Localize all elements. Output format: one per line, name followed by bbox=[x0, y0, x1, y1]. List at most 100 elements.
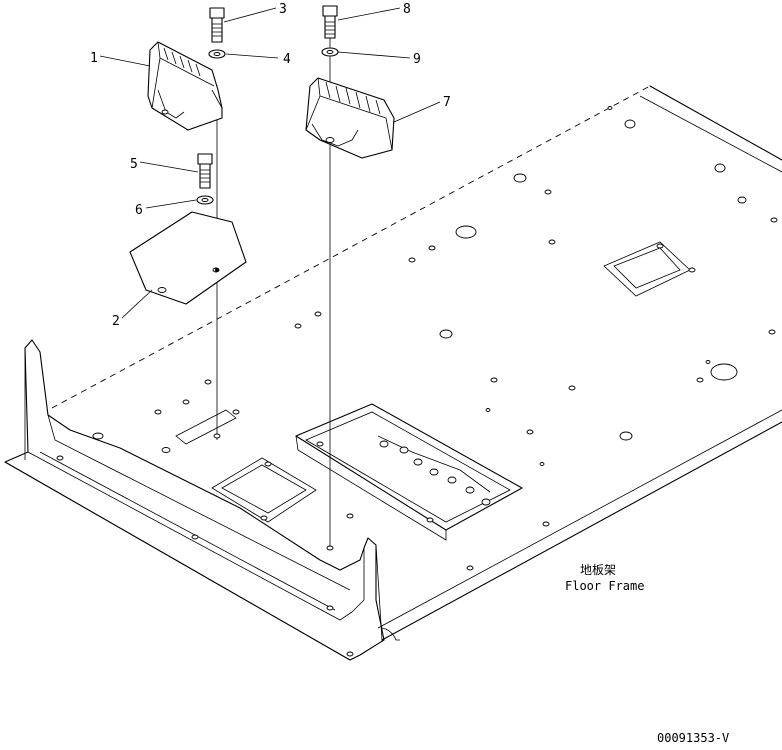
leader-2 bbox=[121, 289, 153, 319]
floor-hole-20 bbox=[770, 217, 778, 223]
pan-hole-4 bbox=[429, 468, 439, 476]
floor-hole-10 bbox=[466, 565, 474, 571]
block-7-ribs bbox=[325, 81, 381, 115]
channel-hole-3 bbox=[191, 534, 199, 540]
plate-2-body bbox=[129, 211, 247, 305]
floor-hole-7 bbox=[737, 196, 747, 204]
cutout-r-hole-1 bbox=[656, 243, 664, 249]
bolt-8-shank bbox=[324, 15, 336, 39]
floor-hole-14 bbox=[539, 462, 545, 466]
floor-cutout-left bbox=[211, 457, 317, 523]
leader-4 bbox=[225, 53, 279, 59]
center-pan-rib bbox=[377, 435, 491, 493]
front-channel-end-flange bbox=[351, 548, 365, 613]
floor-hole-13 bbox=[526, 429, 534, 435]
floor-hole-21 bbox=[768, 329, 776, 335]
cutout-hole-1 bbox=[264, 461, 272, 467]
pan-hole-1 bbox=[379, 440, 389, 448]
plate-mount-point bbox=[215, 268, 219, 272]
front-channel-corner bbox=[381, 627, 400, 641]
bolt-part-3 bbox=[209, 7, 225, 43]
floor-hole-25 bbox=[294, 323, 302, 329]
bolt-5-thread bbox=[200, 169, 210, 183]
center-pan-outer bbox=[295, 403, 523, 531]
front-channel-end-edge bbox=[375, 544, 383, 641]
callout-2: 2 bbox=[112, 314, 120, 329]
floor-hole-26 bbox=[204, 379, 212, 385]
block-7-notch bbox=[311, 123, 359, 147]
block-part-7 bbox=[305, 77, 395, 159]
bolt-3-shank bbox=[211, 17, 223, 43]
center-pan-inner bbox=[305, 411, 511, 523]
floor-hole-big-1 bbox=[455, 225, 477, 239]
leader-3 bbox=[223, 7, 277, 23]
frame-far-edge bbox=[51, 85, 651, 409]
floor-cutout-left-inner bbox=[221, 464, 307, 514]
plate-part-2 bbox=[129, 211, 247, 305]
floor-hole-23 bbox=[705, 360, 711, 364]
leader-lines bbox=[99, 7, 441, 319]
frame-label-en: Floor Frame bbox=[565, 579, 644, 593]
front-channel-web bbox=[47, 414, 351, 591]
frame-right-inner-edge bbox=[377, 409, 782, 629]
block-1-side-edge bbox=[211, 89, 223, 109]
floor-cutout-right-inner bbox=[613, 247, 681, 289]
pan-hole-8 bbox=[316, 441, 324, 447]
callout-1: 1 bbox=[90, 51, 98, 66]
channel-hole-5 bbox=[326, 605, 334, 611]
leader-7 bbox=[393, 101, 441, 123]
frame-back-edge bbox=[649, 85, 782, 161]
channel-hole-4 bbox=[56, 455, 64, 461]
plate-2-hole-1 bbox=[157, 287, 167, 293]
leader-9 bbox=[337, 51, 411, 59]
floor-slot bbox=[175, 409, 237, 445]
pan-hole-3 bbox=[413, 458, 423, 466]
callout-6: 6 bbox=[135, 203, 143, 218]
floor-hole-11 bbox=[568, 385, 576, 391]
drawing-code: 00091353-V bbox=[657, 731, 729, 745]
cutout-hole-2 bbox=[260, 515, 268, 521]
front-channel-inner-mid bbox=[39, 451, 336, 611]
block-1-body bbox=[147, 41, 223, 131]
floor-hole-4 bbox=[513, 173, 527, 183]
floor-hole-31 bbox=[607, 106, 613, 110]
leader-1 bbox=[99, 55, 151, 67]
callout-4: 4 bbox=[283, 52, 291, 67]
floor-hole-27 bbox=[182, 399, 190, 405]
washer-6-hole bbox=[201, 198, 209, 202]
pan-hole-5 bbox=[447, 476, 457, 484]
bolt-3-thread bbox=[212, 23, 222, 37]
channel-hole-6 bbox=[346, 651, 354, 657]
pan-hole-9 bbox=[426, 517, 434, 523]
leader-5 bbox=[139, 161, 199, 173]
floor-hole-9 bbox=[542, 521, 550, 527]
floor-hole-12 bbox=[490, 377, 498, 383]
cutout-r-hole-2 bbox=[688, 267, 696, 273]
block-7-side-edge bbox=[385, 117, 393, 151]
bolt-8-head bbox=[322, 5, 338, 17]
washer-4-hole bbox=[213, 52, 221, 56]
block-1-ribs bbox=[163, 47, 201, 77]
frame-back-inner-edge bbox=[639, 95, 782, 173]
floor-hole-28 bbox=[154, 409, 162, 415]
washer-9-hole bbox=[326, 50, 334, 54]
floor-hole-8 bbox=[619, 431, 633, 441]
block-1-hole bbox=[161, 109, 169, 115]
callout-3: 3 bbox=[279, 2, 287, 17]
block-7-hole bbox=[325, 137, 335, 143]
bolt-3-head bbox=[209, 7, 225, 19]
frame-right-edge bbox=[381, 421, 782, 641]
pan-hole-2 bbox=[399, 446, 409, 454]
channel-hole-2 bbox=[161, 447, 171, 453]
block-1-notch bbox=[157, 89, 185, 119]
block-part-1 bbox=[147, 41, 223, 131]
floor-hole-22 bbox=[696, 377, 704, 383]
floor-hole-16 bbox=[544, 189, 552, 195]
front-channel-inner-lower bbox=[27, 451, 353, 621]
frame-label-jp: 地板架 bbox=[580, 563, 616, 577]
pan-hole-7 bbox=[481, 498, 491, 506]
leader-6 bbox=[145, 199, 197, 209]
center-pan-lip bbox=[295, 435, 447, 541]
